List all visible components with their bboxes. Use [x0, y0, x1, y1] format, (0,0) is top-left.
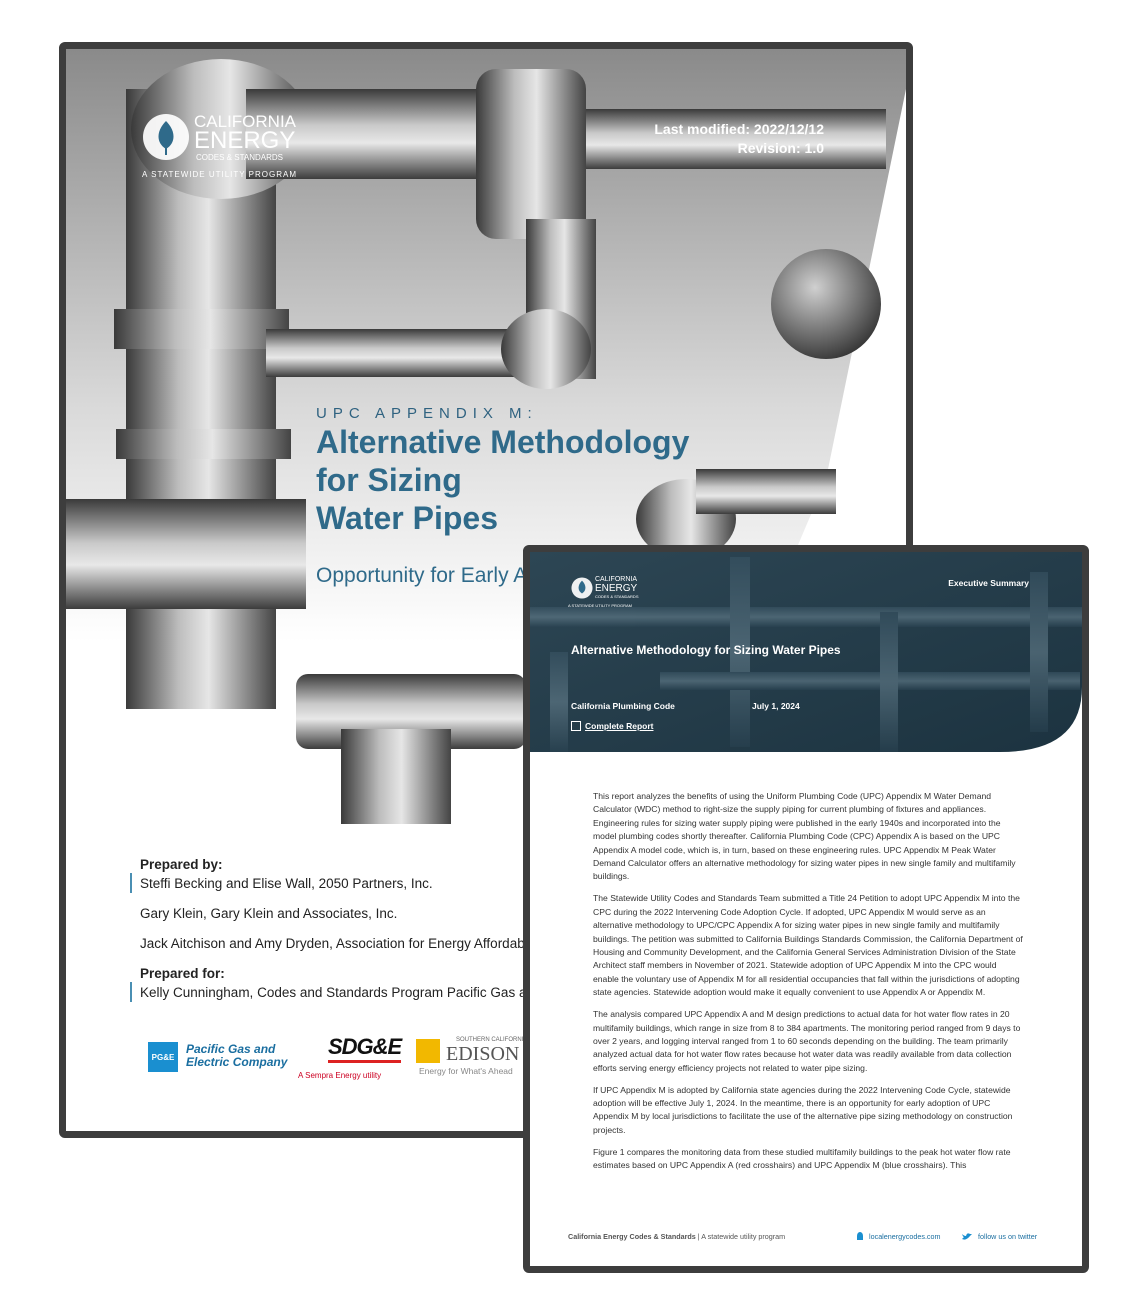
sce-wordmark: EDISON	[446, 1043, 520, 1065]
body-paragraph: Figure 1 compares the monitoring data fr…	[593, 1146, 1011, 1171]
cover-title-line: Alternative Methodology	[316, 424, 690, 460]
pge-name: Pacific Gas and	[186, 1042, 276, 1056]
body-paragraph: If UPC Appendix M is adopted by Californ…	[593, 1084, 1013, 1135]
twitter-icon	[962, 1233, 972, 1240]
effective-date: July 1, 2024	[752, 701, 800, 711]
report-series: UPC APPENDIX M:	[316, 405, 538, 422]
exec-title: Alternative Methodology for Sizing Water…	[571, 643, 841, 657]
divider	[130, 982, 132, 1002]
footer-org-tag: | A statewide utility program	[695, 1232, 786, 1241]
exec-body: This report analyzes the benefits of usi…	[593, 790, 1023, 1181]
logo-line-energy: ENERGY	[194, 127, 296, 154]
cover-title-line: Water Pipes	[316, 500, 498, 536]
body-paragraph: The Statewide Utility Codes and Standard…	[593, 893, 1023, 998]
sce-tagline: Energy for What's Ahead	[419, 1066, 513, 1076]
footer-twitter-link[interactable]: follow us on twitter	[978, 1232, 1038, 1241]
footer-org: California Energy Codes & Standards | A …	[568, 1232, 785, 1241]
prepared-by-label: Prepared by:	[140, 857, 223, 872]
footer-site-link[interactable]: localenergycodes.com	[869, 1232, 941, 1241]
sdge-wordmark: SDG&E	[328, 1034, 402, 1063]
pge-mark: PG&E	[148, 1042, 178, 1072]
logo-line-california: CALIFORNIA	[194, 112, 297, 131]
prepared-for-line: Kelly Cunningham, Codes and Standards Pr…	[140, 985, 527, 1000]
logo-line-california: CALIFORNIA	[595, 576, 638, 583]
body-paragraph: This report analyzes the benefits of usi…	[593, 791, 1016, 882]
footer-org-name: California Energy Codes & Standards	[568, 1232, 696, 1241]
executive-summary-page: CALIFORNIA ENERGY CODES & STANDARDS A ST…	[523, 545, 1089, 1273]
body-paragraph: The analysis compared UPC Appendix A and…	[593, 1009, 1021, 1073]
cover-title-line: for Sizing	[316, 462, 462, 498]
preparer-line: Gary Klein, Gary Klein and Associates, I…	[140, 906, 398, 921]
last-modified: Last modified: 2022/12/12	[654, 121, 824, 137]
logo-line-program: A STATEWIDE UTILITY PROGRAM	[568, 603, 633, 608]
sempra-tagline: A Sempra Energy utility	[298, 1071, 382, 1080]
location-icon	[857, 1232, 863, 1240]
sun-icon	[416, 1039, 440, 1063]
section-label: Executive Summary	[948, 578, 1029, 588]
document-icon	[571, 721, 581, 731]
logo-line-program: A STATEWIDE UTILITY PROGRAM	[142, 170, 298, 179]
cover-title: Alternative Methodology for Sizing Water…	[316, 423, 776, 537]
preparer-line: Jack Aitchison and Amy Dryden, Associati…	[140, 936, 525, 951]
prepared-for-label: Prepared for:	[140, 966, 225, 981]
code-label: California Plumbing Code	[571, 701, 675, 711]
divider	[130, 873, 132, 893]
revision: Revision: 1.0	[737, 140, 824, 156]
exec-header-banner	[530, 552, 1082, 752]
preparer-line: Steffi Becking and Elise Wall, 2050 Part…	[140, 876, 433, 891]
leaf-logo-icon	[143, 114, 189, 160]
cover-subtitle: Opportunity for Early A	[316, 564, 528, 587]
logo-line-codes: CODES & STANDARDS	[196, 153, 283, 162]
logo-line-codes: CODES & STANDARDS	[595, 594, 639, 599]
logo-line-energy: ENERGY	[595, 583, 638, 594]
pge-name: Electric Company	[186, 1055, 288, 1069]
leaf-logo-icon	[571, 577, 593, 599]
complete-report-link[interactable]: Complete Report	[585, 721, 654, 731]
sce-top: SOUTHERN CALIFORNIA	[456, 1037, 528, 1043]
